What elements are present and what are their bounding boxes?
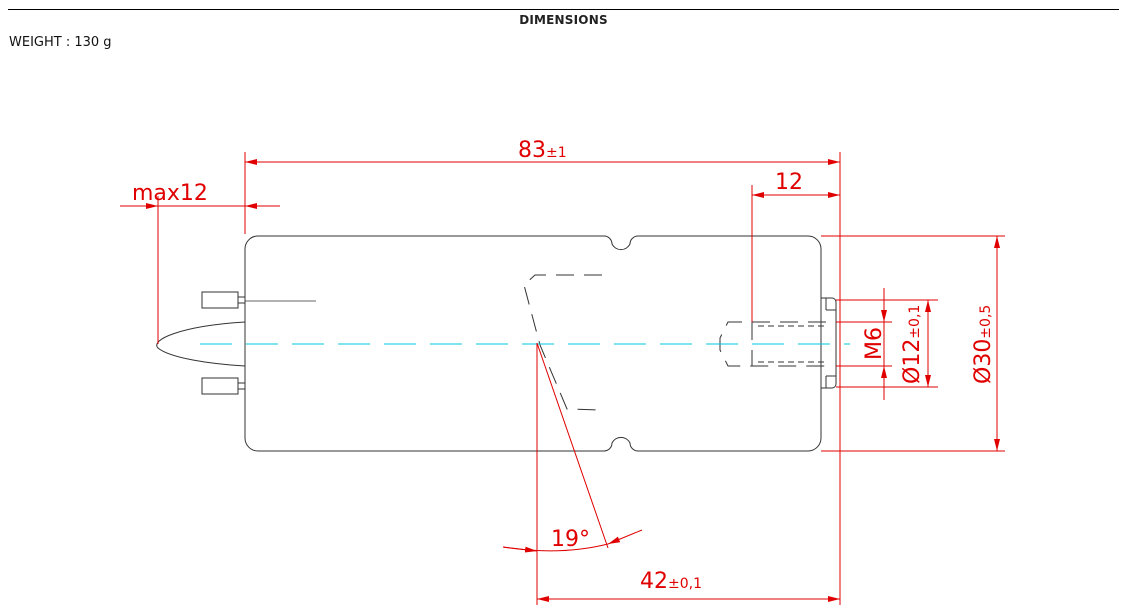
dim-30-value: Ø30±0,5 <box>971 305 996 384</box>
dim-boss-tolerance: ±0,1 <box>907 305 923 339</box>
boss <box>821 297 837 389</box>
weight-label: WEIGHT : <box>9 35 75 50</box>
sensor-body <box>244 235 822 452</box>
dimension-texts: 83±1 max12 12 M6 Ø12±0,1 Ø30±0,5 19° 42±… <box>132 138 996 594</box>
part-outline <box>156 235 837 452</box>
dim-83-value: 83±1 <box>518 138 567 163</box>
top-rule <box>8 9 1119 10</box>
section-title: DIMENSIONS <box>519 13 608 27</box>
dim-max12: max12 <box>132 181 208 206</box>
cable-stub-bottom <box>201 377 239 395</box>
hidden-lines <box>523 274 826 411</box>
internal-cavity <box>523 274 603 411</box>
dim-angle: 19° <box>551 527 590 552</box>
dim-12-value: 12 <box>775 170 803 195</box>
dim-boss-value: Ø12±0,1 <box>900 305 925 384</box>
dim-83-tolerance: ±1 <box>546 145 567 161</box>
dimension-lines <box>120 152 1005 605</box>
cable-bend <box>156 321 246 367</box>
weight-line: WEIGHT : 130 g <box>9 35 112 50</box>
dim-42-value: 42±0,1 <box>640 569 702 594</box>
dim-m6: M6 <box>862 327 887 360</box>
dim-42-tolerance: ±0,1 <box>668 576 702 592</box>
dim-30-tolerance: ±0,5 <box>978 305 994 339</box>
weight-value: 130 g <box>74 35 112 50</box>
cable-stub-top <box>201 291 239 309</box>
arrow-angle-right <box>607 529 643 545</box>
arrow-angle-left <box>502 546 538 553</box>
